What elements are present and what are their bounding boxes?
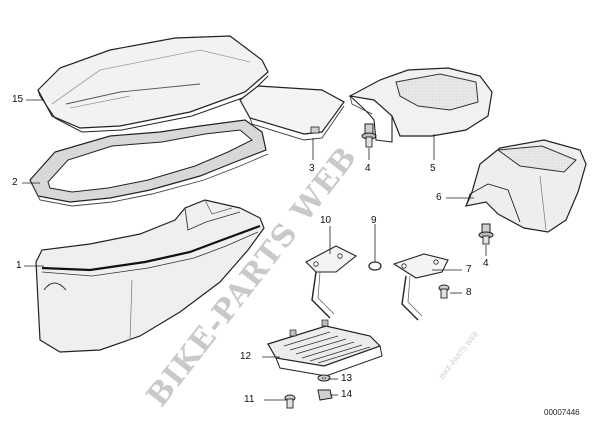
- label-part-7: 7: [466, 264, 472, 275]
- leader-lines: [22, 99, 487, 401]
- part-14-nut: [317, 389, 333, 401]
- part-12-grid-tray: [267, 319, 383, 377]
- label-part-10: 10: [320, 215, 332, 226]
- label-part-9: 9: [371, 215, 377, 226]
- part-2-gasket: [29, 119, 269, 207]
- part-11-screw: [284, 394, 296, 409]
- part-13-washer: [317, 374, 331, 382]
- diagram-code: 00007446: [544, 408, 580, 417]
- part-7-bracket: [392, 253, 449, 321]
- label-part-12: 12: [240, 351, 252, 362]
- part-4-bolt-upper: [361, 123, 377, 148]
- label-part-4-upper: 4: [365, 163, 371, 174]
- part-10-bracket: [305, 245, 358, 319]
- label-part-4-lower: 4: [483, 258, 489, 269]
- part-8-screw: [438, 284, 450, 299]
- label-part-15: 15: [12, 94, 24, 105]
- part-15-cover: [37, 35, 269, 133]
- label-part-8: 8: [466, 287, 472, 298]
- label-part-2: 2: [12, 177, 18, 188]
- part-4-bolt-lower: [478, 223, 494, 245]
- label-part-5: 5: [430, 163, 436, 174]
- label-part-3: 3: [309, 163, 315, 174]
- label-part-11: 11: [244, 394, 255, 405]
- part-1-tray: [35, 199, 265, 353]
- part-5-seat-hump: [348, 67, 493, 143]
- label-part-6: 6: [436, 192, 442, 203]
- part-9-ring: [368, 261, 382, 271]
- label-part-1: 1: [16, 260, 22, 271]
- label-part-13: 13: [341, 373, 353, 384]
- part-6-rear-hump: [464, 139, 587, 233]
- part-3-lid: [239, 85, 345, 141]
- label-part-14: 14: [341, 389, 353, 400]
